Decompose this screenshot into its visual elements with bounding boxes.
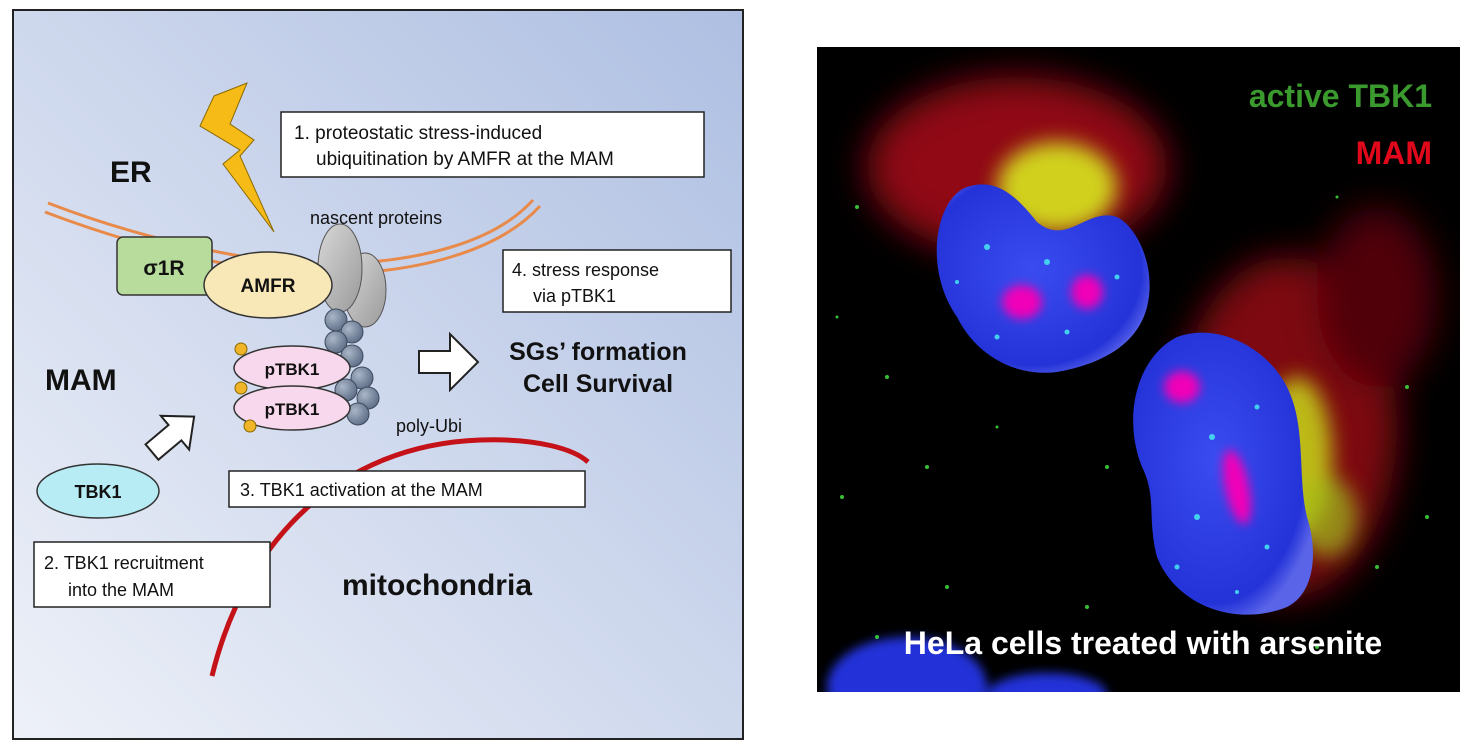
- tbk1-label: TBK1: [74, 482, 121, 502]
- fluorescence-micrograph: active TBK1 MAM HeLa cells treated with …: [817, 47, 1460, 692]
- amfr-label: AMFR: [241, 276, 296, 297]
- tbk1-protein: [36, 463, 160, 519]
- green-speckles: [835, 195, 1429, 649]
- nucleoli: [1002, 275, 1252, 525]
- ptbk1-label-top: pTBK1: [265, 360, 320, 379]
- step-2-line-1: 2. TBK1 recruitment: [44, 553, 204, 573]
- micrograph-caption: HeLa cells treated with arsenite: [904, 625, 1382, 661]
- step-2-box: 2. TBK1 recruitment into the MAM: [33, 541, 271, 608]
- stress-response-arrow-icon: [418, 331, 480, 393]
- recruitment-arrow-icon: [144, 414, 196, 462]
- mitochondria-label: mitochondria: [342, 569, 532, 602]
- step-2-line-2: into the MAM: [68, 580, 174, 600]
- sigma1r-label: σ1R: [143, 257, 184, 280]
- ptbk1-label-bottom: pTBK1: [265, 400, 320, 419]
- sigma1r-protein: [116, 236, 213, 296]
- legend-active-tbk1: active TBK1: [1249, 78, 1432, 114]
- poly-ubiquitin-chain: [324, 308, 380, 426]
- nascent-proteins-label: nascent proteins: [310, 208, 442, 228]
- step-1-line-2: ubiquitination by AMFR at the MAM: [316, 149, 614, 170]
- er-label: ER: [110, 156, 152, 189]
- cell-survival-label: Cell Survival: [523, 370, 673, 398]
- ptbk1-protein-bottom: [233, 385, 351, 431]
- lightning-icon: [199, 82, 275, 233]
- amfr-protein: [203, 251, 333, 319]
- cyan-speckles: [955, 244, 1270, 594]
- step-4-line-1: 4. stress response: [512, 260, 659, 280]
- step-3-box: 3. TBK1 activation at the MAM: [228, 470, 586, 508]
- legend-mam: MAM: [1356, 135, 1432, 171]
- step-1-line-1: 1. proteostatic stress-induced: [294, 123, 542, 144]
- step-1-box: 1. proteostatic stress-induced ubiquitin…: [280, 111, 705, 178]
- nucleus-upper: [936, 184, 1150, 373]
- poly-ubi-label: poly-Ubi: [396, 416, 462, 436]
- mam-label: MAM: [45, 364, 117, 397]
- step-4-box: 4. stress response via pTBK1: [502, 249, 732, 313]
- nucleus-bottom-edge: [827, 637, 1107, 692]
- phospho-group-dots: [234, 342, 257, 433]
- sgs-formation-label: SGs’ formation: [509, 338, 687, 366]
- step-4-line-2: via pTBK1: [533, 286, 616, 306]
- mam-schematic-diagram: σ1R AMFR pTBK1 pTBK1 TBK1 ER MAM mitocho…: [12, 9, 744, 740]
- step-3-text: 3. TBK1 activation at the MAM: [240, 480, 483, 500]
